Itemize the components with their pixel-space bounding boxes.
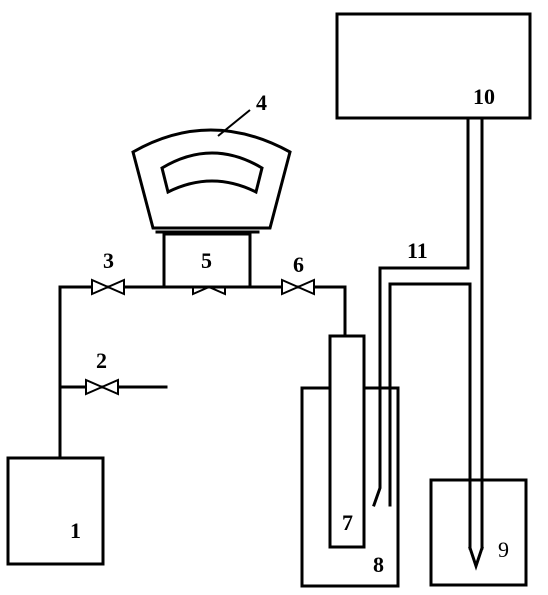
label-10: 10 [473,84,495,109]
vessel-8 [300,386,400,588]
beaker-9 [429,478,528,587]
gauge-4-dial-window [160,151,264,195]
label-3: 3 [103,248,114,273]
valve-6 [281,278,315,296]
capillary-tube [388,282,472,550]
label-4: 4 [256,90,267,115]
instrument-10-box [335,12,532,120]
label-7: 7 [342,510,353,535]
gauge-4-housing [131,128,292,230]
valve-2 [85,378,119,396]
valve-3 [91,278,125,296]
label-1: 1 [70,518,81,543]
label-9: 9 [498,537,509,562]
gauge-support-box [162,232,252,289]
label-11: 11 [407,238,428,263]
label-8: 8 [373,552,384,577]
gauge-4-pointer [217,109,251,137]
label-6: 6 [293,252,304,277]
tube-11-outer [372,116,470,507]
beaker-9-tip [468,546,484,571]
label-5: 5 [201,248,212,273]
label-2: 2 [96,348,107,373]
cell-7 [328,334,366,549]
component-1-box [6,456,105,566]
